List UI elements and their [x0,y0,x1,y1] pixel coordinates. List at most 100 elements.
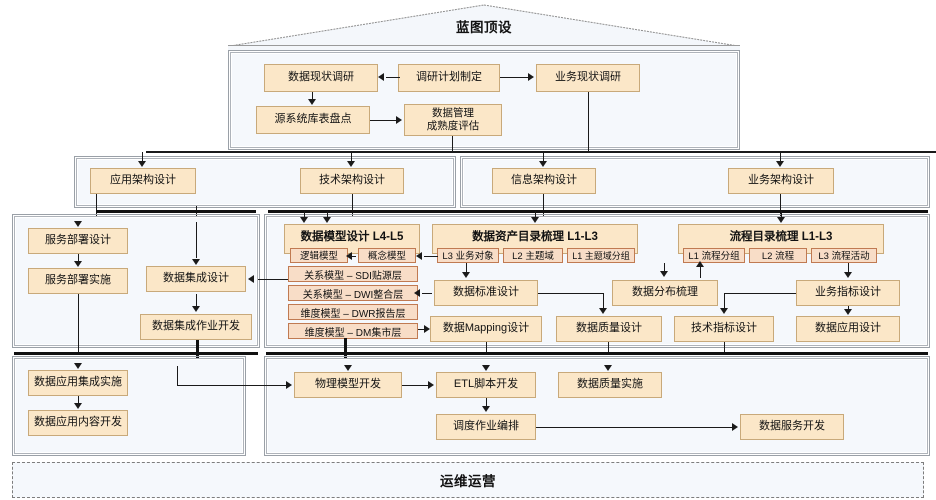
chip-l3-process-activity[interactable]: L3 流程活动 [811,248,877,263]
box-data-status-survey[interactable]: 数据现状调研 [264,64,378,92]
chip-conceptual-model[interactable]: 概念模型 [358,248,416,263]
connector [196,294,198,306]
arrow-down-icon [323,217,331,223]
box-data-integration-design[interactable]: 数据集成设计 [146,266,246,292]
box-data-app-design[interactable]: 数据应用设计 [796,316,900,342]
arrow-down-icon [844,272,852,278]
box-tech-arch[interactable]: 技术架构设计 [300,168,404,194]
connector-bus [266,352,928,355]
chip-logical-model[interactable]: 逻辑模型 [290,248,348,263]
connector [588,92,590,152]
connector-bus-stub [344,338,347,366]
group-data-asset-catalog-title: 数据资产目录梳理 L1-L3 [472,231,598,243]
arrow-down-icon [531,217,539,223]
connector-bus [146,151,686,153]
box-app-arch[interactable]: 应用架构设计 [90,168,196,194]
connector [327,211,329,219]
box-data-quality-design[interactable]: 数据质量设计 [556,316,662,342]
box-dm-maturity-line1: 数据管理 [432,106,474,119]
box-svc-deploy-impl[interactable]: 服务部署实施 [28,268,128,294]
connector [312,92,314,100]
connector [418,329,424,331]
arrow-down-icon [599,308,607,314]
arrow-right-icon [528,73,534,81]
arrow-down-icon [777,217,785,223]
box-biz-arch[interactable]: 业务架构设计 [728,168,834,194]
box-data-app-content-dev[interactable]: 数据应用内容开发 [28,410,128,436]
box-data-service-dev[interactable]: 数据服务开发 [740,414,844,440]
arrow-left-icon [248,275,254,283]
box-svc-deploy-design[interactable]: 服务部署设计 [28,228,128,254]
connector [177,385,287,387]
connector [848,306,850,310]
arrow-down-icon [347,161,355,167]
arrow-down-icon [660,271,668,277]
connector [466,263,468,273]
connector [304,211,306,219]
connector [535,211,537,219]
group-data-model-design: 数据模型设计 L4-L5 [284,224,420,254]
arrow-down-icon [74,363,82,369]
connector [486,342,488,354]
box-biz-status-survey[interactable]: 业务现状调研 [536,64,640,92]
chip-l2-process[interactable]: L2 流程 [749,248,807,263]
box-physical-model-dev[interactable]: 物理模型开发 [294,372,402,398]
chip-l2-subject-domain[interactable]: L2 主题域 [503,248,563,263]
box-info-arch[interactable]: 信息架构设计 [492,168,596,194]
connector [258,279,288,281]
chip-l1-subject-group[interactable]: L1 主题域分组 [567,248,635,263]
connector [724,293,726,309]
box-data-standard-design[interactable]: 数据标准设计 [434,280,538,306]
connector-bus-stub [196,340,199,366]
connector [536,427,732,429]
layer-dim-dwr[interactable]: 维度模型 – DWR报告层 [288,304,418,320]
connector [780,152,782,162]
layer-dim-dm[interactable]: 维度模型 – DM集市层 [288,323,418,339]
arrow-down-icon [300,217,308,223]
connector [603,293,605,309]
arrow-down-icon [539,161,547,167]
chip-l3-biz-object[interactable]: L3 业务对象 [437,248,499,263]
layer-rel-dwi[interactable]: 关系模型 – DWI整合层 [288,285,418,301]
footer-title: 运维运营 [440,474,496,489]
box-survey-plan[interactable]: 调研计划制定 [398,64,500,92]
arrow-left-icon [416,252,422,260]
arrow-right-icon [286,381,292,389]
connector [424,256,438,258]
arrow-down-icon [776,161,784,167]
group-data-model-design-title: 数据模型设计 L4-L5 [300,231,404,243]
connector [780,194,782,222]
arrow-down-icon [192,306,200,312]
connector [543,194,545,222]
layer-rel-sdi[interactable]: 关系模型 – SDI贴源层 [288,266,418,282]
arrow-down-icon [482,365,490,371]
box-dm-maturity[interactable]: 数据管理 成熟度评估 [404,104,502,136]
box-data-quality-impl[interactable]: 数据质量实施 [558,372,662,398]
box-data-mapping-design[interactable]: 数据Mapping设计 [430,316,542,342]
connector [196,222,198,258]
box-source-sys-inventory[interactable]: 源系统库表盘点 [256,106,370,134]
box-data-integration-job-dev[interactable]: 数据集成作业开发 [140,314,252,340]
connector [196,206,198,222]
connector [370,120,396,122]
arrow-right-icon [732,423,738,431]
arrow-up-icon [696,261,704,267]
box-biz-kpi-design[interactable]: 业务指标设计 [796,280,900,306]
box-schedule-job-orch[interactable]: 调度作业编排 [436,414,536,440]
box-data-distribution[interactable]: 数据分布梳理 [612,280,718,306]
arrow-down-icon [604,365,612,371]
connector [664,263,666,271]
box-tech-kpi-design[interactable]: 技术指标设计 [674,316,774,342]
arrow-left-icon [414,289,420,297]
connector [386,77,400,79]
footer-band: 运维运营 [12,462,924,498]
connector [608,342,610,354]
box-etl-script-dev[interactable]: ETL脚本开发 [436,372,536,398]
arrow-down-icon [462,272,470,278]
chip-l1-process-group[interactable]: L1 流程分组 [683,248,745,263]
arrow-down-icon [74,403,82,409]
box-data-app-integration-impl[interactable]: 数据应用集成实施 [28,370,128,396]
arrow-right-icon [396,116,402,124]
arrow-right-icon [428,381,434,389]
